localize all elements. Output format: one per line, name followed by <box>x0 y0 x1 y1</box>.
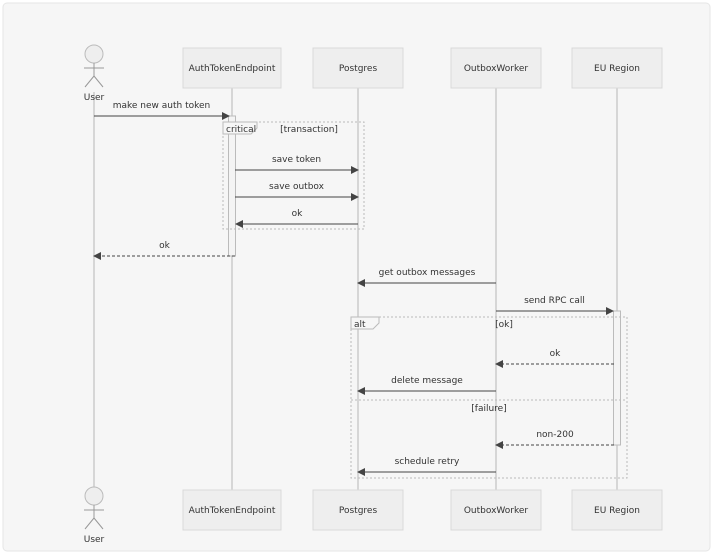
participant-label-worker: OutboxWorker <box>464 64 529 74</box>
fragment-keyword: alt <box>354 320 366 330</box>
message-label: ok <box>292 209 304 219</box>
participants: UserUserAuthTokenEndpointAuthTokenEndpoi… <box>84 44 663 545</box>
fragment-critical: critical [transaction] <box>222 121 365 230</box>
message-label: delete message <box>391 376 463 386</box>
message-6: get outbox messages <box>357 268 496 287</box>
participant-label-pg: Postgres <box>339 64 378 74</box>
participant-label-auth: AuthTokenEndpoint <box>189 64 276 74</box>
diagram-background <box>2 2 711 552</box>
participant-box <box>571 47 663 89</box>
message-label: ok <box>550 349 562 359</box>
fragment-keyword: critical <box>226 125 256 135</box>
participant-label-eu: EU Region <box>594 64 640 74</box>
fragment-frame <box>350 316 628 479</box>
participant-eu-top: EU Region <box>571 47 663 89</box>
participant-pg-bottom: Postgres <box>312 489 404 531</box>
participant-label-eu: EU Region <box>594 506 640 516</box>
participant-box <box>312 47 404 89</box>
fragment-condition: [transaction] <box>280 125 338 135</box>
actor-body-icon <box>84 505 104 530</box>
participant-label-user: User <box>84 93 105 103</box>
message-7: send RPC call <box>496 296 614 315</box>
fragment-tab <box>350 316 380 330</box>
participant-pg-top: Postgres <box>312 47 404 89</box>
actor-top: User <box>84 44 105 103</box>
message-label: schedule retry <box>395 457 460 467</box>
participant-label-worker: OutboxWorker <box>464 506 529 516</box>
participant-eu-bottom: EU Region <box>571 489 663 531</box>
message-label: save token <box>272 155 321 165</box>
participant-label-auth: AuthTokenEndpoint <box>189 506 276 516</box>
message-label: send RPC call <box>524 296 585 306</box>
participant-box <box>182 47 282 89</box>
message-label: ok <box>159 241 171 251</box>
participant-label-pg: Postgres <box>339 506 378 516</box>
participant-worker-bottom: OutboxWorker <box>450 489 542 531</box>
message-3: save outbox <box>235 182 359 201</box>
participant-box <box>450 47 542 89</box>
message-1: make new auth token <box>94 101 230 120</box>
message-label: get outbox messages <box>379 268 476 278</box>
activation-eu <box>613 310 621 446</box>
fragment-else-condition: [failure] <box>471 404 506 414</box>
participant-box <box>312 489 404 531</box>
message-5: ok <box>93 241 235 260</box>
message-label: save outbox <box>269 182 325 192</box>
participant-label-user: User <box>84 535 105 545</box>
participant-auth-top: AuthTokenEndpoint <box>182 47 282 89</box>
participant-box <box>450 489 542 531</box>
message-4: ok <box>235 209 358 228</box>
messages: make new auth token save token save outbox… <box>93 101 614 476</box>
message-label: make new auth token <box>113 101 211 111</box>
message-label: non-200 <box>536 430 574 440</box>
message-8: ok <box>495 349 614 368</box>
participant-worker-top: OutboxWorker <box>450 47 542 89</box>
message-9: delete message <box>357 376 496 395</box>
participant-auth-bottom: AuthTokenEndpoint <box>182 489 282 531</box>
actor-head-icon <box>84 44 104 64</box>
actor-head-icon <box>84 486 104 506</box>
message-10: non-200 <box>495 430 614 449</box>
message-2: save token <box>235 155 359 174</box>
actor-bottom: User <box>84 486 105 545</box>
participant-box <box>182 489 282 531</box>
actor-body-icon <box>84 63 104 88</box>
fragments: critical [transaction] alt [ok] [failure] <box>222 121 628 479</box>
fragment-tab <box>222 121 258 135</box>
fragment-condition: [ok] <box>495 320 513 330</box>
message-11: schedule retry <box>357 457 496 476</box>
fragment-alt: alt [ok] [failure] <box>350 316 628 479</box>
activation-auth <box>228 115 236 257</box>
participant-box <box>571 489 663 531</box>
